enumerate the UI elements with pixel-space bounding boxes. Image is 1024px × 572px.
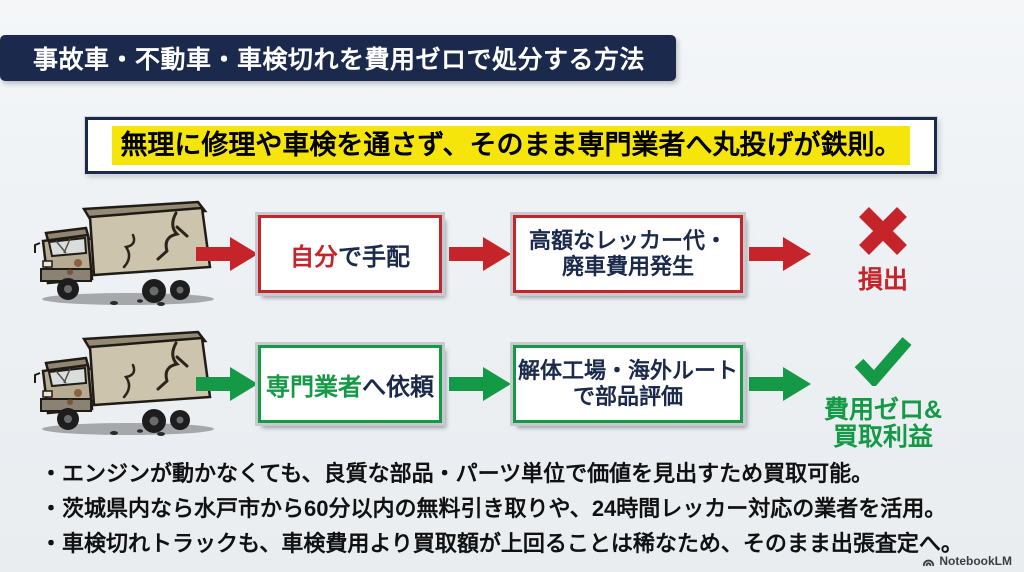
note-item: ・茨城県内なら水戸市から60分以内の無料引き取りや、24時間レッカー対応の業者を… bbox=[40, 496, 947, 521]
arrow-right-icon bbox=[449, 237, 511, 271]
arrow-right-icon bbox=[449, 367, 511, 401]
result-loss: 損出 bbox=[822, 199, 944, 294]
notebooklm-icon bbox=[923, 559, 935, 566]
headline-text: 無理に修理や車検を通さず、そのまま専門業者へ丸投げが鉄則。 bbox=[112, 126, 910, 165]
result-label: 費用ゼロ& 買取利益 bbox=[823, 396, 943, 451]
notes-list: ・エンジンが動かなくても、良質な部品・パーツ単位で価値を見出すため買取可能。 ・… bbox=[40, 456, 1000, 561]
step-label-line2: で部品評価 bbox=[572, 384, 683, 409]
step-box-high-cost: 高額なレッカー代・ 廃車費用発生 bbox=[513, 215, 743, 293]
watermark-label: NotebookLM bbox=[939, 554, 1012, 568]
result-profit: 費用ゼロ& 買取利益 bbox=[822, 329, 944, 451]
result-label: 損出 bbox=[857, 266, 908, 294]
step-label-line2: 廃車費用発生 bbox=[561, 254, 694, 279]
step-box-self-arrange: 自分で手配 bbox=[258, 215, 442, 293]
check-icon bbox=[852, 329, 914, 393]
step-label: 自分で手配 bbox=[290, 243, 410, 271]
step-box-specialist: 専門業者へ依頼 bbox=[258, 345, 442, 423]
flow-row-self-arrange: 自分で手配 高額なレッカー代・ 廃車費用発生 損出 bbox=[0, 195, 1024, 315]
watermark: NotebookLM bbox=[922, 554, 1012, 568]
flow-row-specialist: 専門業者へ依頼 解体工場・海外ルート で部品評価 費用ゼロ& 買取利益 bbox=[0, 325, 1024, 451]
headline-box: 無理に修理や車検を通さず、そのまま専門業者へ丸投げが鉄則。 bbox=[85, 117, 937, 174]
note-item: ・車検切れトラックも、車検費用より買取額が上回ることは稀なため、そのまま出張査定… bbox=[40, 531, 963, 556]
arrow-right-icon bbox=[196, 367, 258, 401]
step-label-line1: 解体工場・海外ルート bbox=[517, 357, 738, 383]
step-label-line1: 高額なレッカー代・ bbox=[528, 227, 727, 253]
arrow-right-icon bbox=[196, 237, 258, 271]
note-item: ・エンジンが動かなくても、良質な部品・パーツ単位で価値を見出すため買取可能。 bbox=[40, 461, 874, 486]
step-label: 専門業者へ依頼 bbox=[266, 373, 434, 401]
cross-icon bbox=[855, 199, 911, 263]
page-title: 事故車・不動車・車検切れを費用ゼロで処分する方法 bbox=[33, 46, 646, 74]
arrow-right-icon bbox=[749, 237, 811, 271]
arrow-right-icon bbox=[749, 367, 811, 401]
step-box-parts-value: 解体工場・海外ルート で部品評価 bbox=[513, 345, 743, 423]
page-title-bar: 事故車・不動車・車検切れを費用ゼロで処分する方法 bbox=[0, 35, 676, 81]
